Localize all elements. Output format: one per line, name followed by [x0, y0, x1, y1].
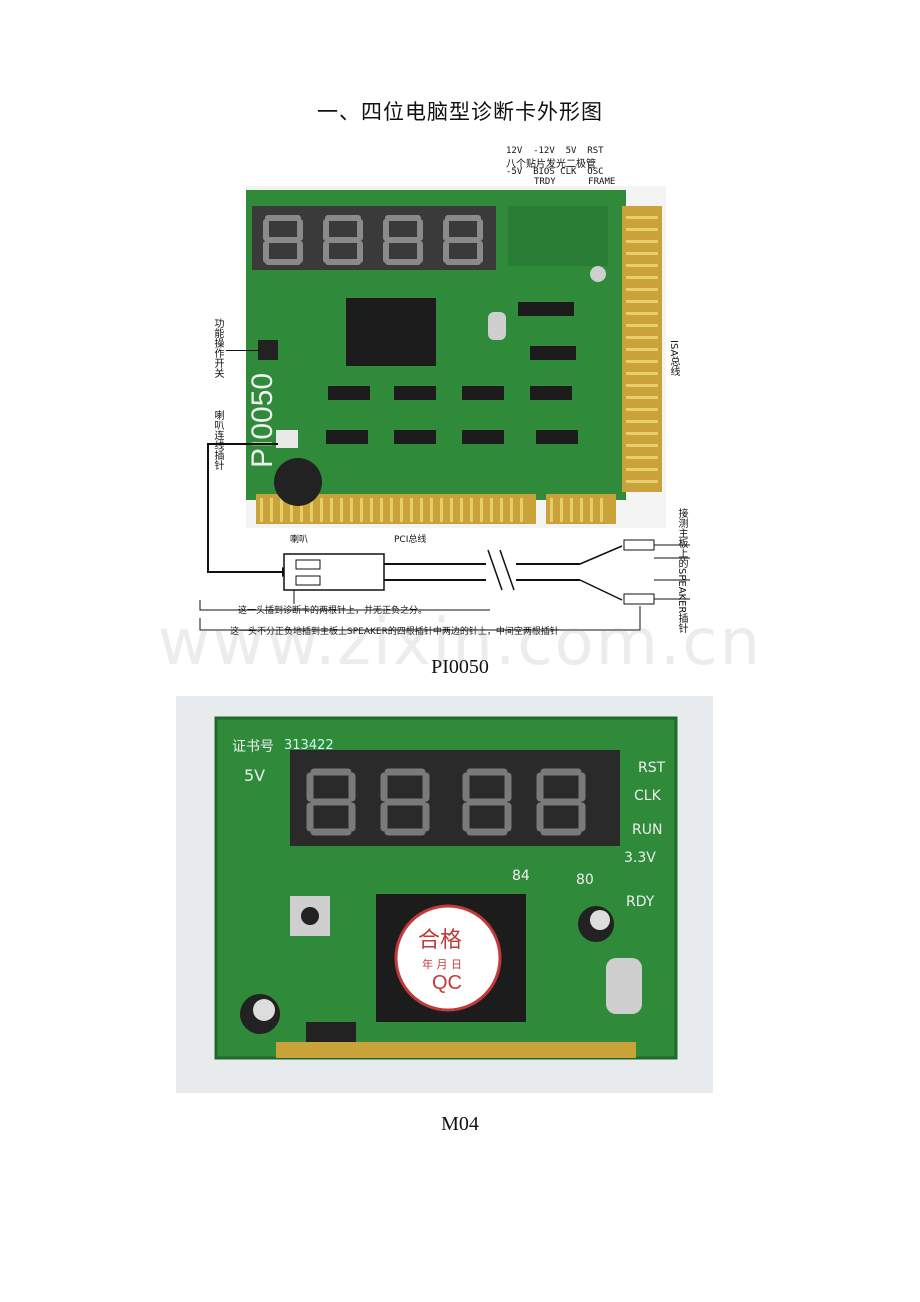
speaker-cable-diagram	[199, 443, 690, 631]
pi0050-board-illustration: PI0050	[246, 190, 662, 524]
m04-board-illustration	[214, 716, 678, 1060]
cert-number: 313422	[284, 738, 334, 753]
label-clk: CLK	[634, 788, 661, 804]
led-label-line4: TRDY FRAME	[534, 177, 616, 187]
page-heading: 一、四位电脑型诊断卡外形图	[317, 100, 603, 124]
isa-bus-label: ISA总线	[668, 340, 679, 377]
label-5v: 5V	[244, 766, 266, 785]
speaker-socket-label: 接测主板上的SPEAKER插针	[676, 508, 687, 634]
speaker-label: 喇叭	[290, 535, 309, 545]
figure2-caption: M04	[441, 1113, 479, 1135]
pi0050-board-photo: PI0050	[246, 186, 666, 528]
label-3-3v: 3.3V	[624, 850, 656, 866]
board-model-text: PI0050	[246, 373, 279, 468]
switch-label: 功能操作开关	[212, 318, 223, 378]
switch-pointer-line	[226, 350, 260, 351]
note-board-end: 这一头不分正负地插到主板上SPEAKER的四根插针中两边的针上，中间空两根插针	[230, 627, 559, 637]
led-label-line3: -5V BIOS CLK OSC	[506, 167, 604, 177]
label-84: 84	[512, 868, 530, 884]
watermark: www.zixin.com.cn	[157, 606, 763, 680]
label-80: 80	[576, 872, 594, 888]
led-label-line1: 12V -12V 5V RST	[506, 146, 604, 156]
label-run: RUN	[632, 822, 663, 838]
label-rst: RST	[638, 760, 666, 776]
qc-seal-top: 合格	[418, 928, 463, 953]
label-rdy: RDY	[626, 894, 655, 910]
qc-seal-bottom: QC	[432, 972, 462, 994]
led-label-line2: 八个贴片发光二极管	[506, 159, 596, 170]
cert-label: 证书号	[232, 739, 274, 755]
m04-board-photo: 证书号 313422 5V RST CLK RUN 3.3V RDY 84 80…	[176, 696, 713, 1093]
figure1-caption: PI0050	[431, 656, 489, 678]
note-card-end: 这一头插到诊断卡的两根针上，并无正负之分。	[238, 606, 428, 616]
speaker-pin-label: 喇叭连线插针	[212, 410, 223, 470]
pci-bus-label: PCI总线	[394, 535, 427, 545]
qc-seal-date: 年 月 日	[422, 958, 462, 971]
